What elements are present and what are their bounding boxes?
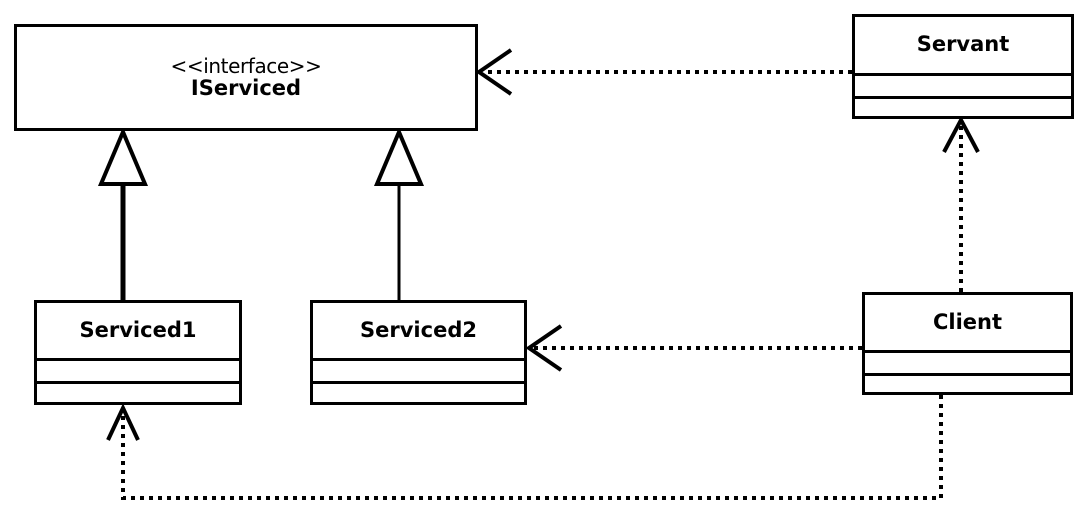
class-box-serviced1[interactable]: Serviced1 <box>34 300 242 405</box>
class-name-label-servant: Servant <box>916 32 1010 57</box>
class-name-compartment-servant: Servant <box>855 17 1071 73</box>
operations-compartment-serviced2 <box>313 381 524 404</box>
class-name-compartment-serviced2: Serviced2 <box>313 303 524 358</box>
dependency-servant-iserviced[interactable] <box>475 48 852 96</box>
class-name-label-iserviced: IServiced <box>190 75 302 100</box>
operations-compartment-serviced1 <box>37 381 239 404</box>
class-name-compartment-iserviced: <<interface>> IServiced <box>17 27 475 128</box>
class-name-compartment-serviced1: Serviced1 <box>37 303 239 358</box>
attributes-compartment-client <box>865 350 1070 373</box>
class-box-servant[interactable]: Servant <box>852 14 1074 119</box>
attributes-compartment-serviced2 <box>313 358 524 381</box>
dependency-client-servant[interactable] <box>942 115 980 292</box>
class-name-label-serviced1: Serviced1 <box>79 317 197 342</box>
generalization-serviced1-iserviced[interactable] <box>97 126 149 300</box>
class-box-client[interactable]: Client <box>862 292 1073 395</box>
class-box-serviced2[interactable]: Serviced2 <box>310 300 527 405</box>
class-box-iserviced[interactable]: <<interface>> IServiced <box>14 24 478 131</box>
class-name-label-client: Client <box>932 309 1003 334</box>
stereotype-label-iserviced: <<interface>> <box>170 53 322 78</box>
operations-compartment-servant <box>855 96 1071 119</box>
generalization-serviced2-iserviced[interactable] <box>373 126 425 300</box>
dependency-client-serviced2[interactable] <box>525 324 862 372</box>
dependency-client-serviced1[interactable] <box>106 395 943 500</box>
attributes-compartment-serviced1 <box>37 358 239 381</box>
class-name-compartment-client: Client <box>865 295 1070 350</box>
operations-compartment-client <box>865 373 1070 396</box>
class-name-label-serviced2: Serviced2 <box>360 317 477 342</box>
attributes-compartment-servant <box>855 73 1071 96</box>
